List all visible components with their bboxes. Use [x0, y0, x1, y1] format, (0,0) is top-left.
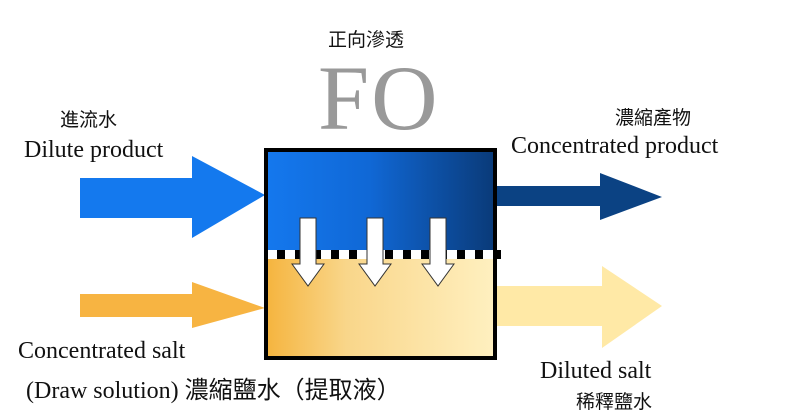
draw-label-english: Concentrated salt: [18, 338, 186, 364]
feed-label-chinese: 進流水: [60, 109, 118, 131]
membrane-pore: [403, 250, 411, 259]
membrane-pore: [457, 250, 465, 259]
concentrate-label-english: Concentrated product: [511, 133, 719, 159]
membrane-pore: [277, 250, 285, 259]
feed-label-english: Dilute product: [24, 137, 164, 163]
process-abbreviation: FO: [318, 47, 440, 149]
draw-inlet-arrow: [80, 282, 265, 328]
water-flux-arrow: [291, 217, 325, 287]
process-title-chinese: 正向滲透: [328, 29, 405, 51]
membrane-pore: [421, 250, 429, 259]
water-flux-arrow: [358, 217, 392, 287]
draw-label-english-line2: (Draw solution) 濃縮鹽水（提取液）: [26, 378, 401, 404]
diluted-label-chinese: 稀釋鹽水: [576, 391, 653, 413]
membrane-pore: [331, 250, 339, 259]
feed-inlet-arrow: [80, 156, 265, 238]
diluted-outlet-arrow: [496, 266, 662, 348]
module-border: [264, 148, 497, 360]
water-flux-arrow: [421, 217, 455, 287]
membrane-pore: [385, 250, 393, 259]
membrane-pore: [313, 250, 321, 259]
diluted-label-english: Diluted salt: [540, 358, 652, 384]
membrane-pore: [349, 250, 357, 259]
membrane-pore: [475, 250, 483, 259]
membrane-pore: [295, 250, 303, 259]
concentrate-outlet-arrow: [496, 173, 662, 220]
water-flux-arrows: [291, 217, 455, 287]
concentrate-label-chinese: 濃縮產物: [615, 107, 692, 129]
